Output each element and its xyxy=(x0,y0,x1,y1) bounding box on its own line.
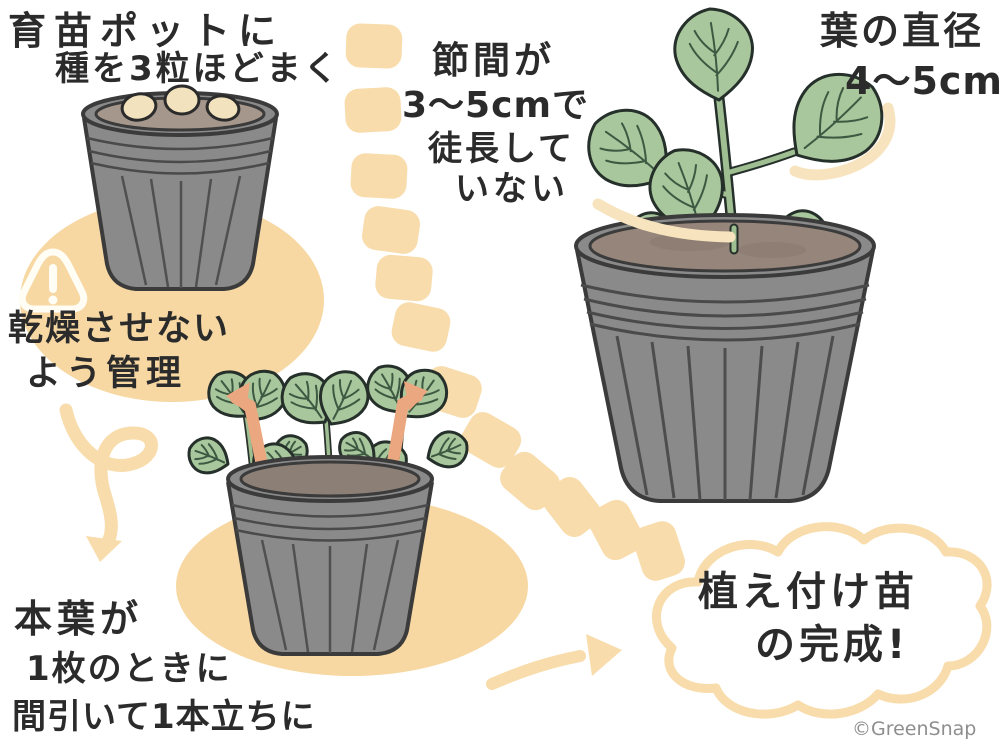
internode-note-line1: 節間が xyxy=(432,39,555,82)
internode-note-line4: いない xyxy=(455,169,569,209)
completion-label-line1: 植え付け苗 xyxy=(698,569,918,615)
internode-note-line2: 3〜5cmで xyxy=(402,85,589,126)
seed-pot xyxy=(81,84,279,291)
completion-cloud xyxy=(652,522,992,719)
dry-note-line2: よう管理 xyxy=(26,354,187,394)
thinning-label-line3: 間引いて1本立ちに xyxy=(12,697,316,737)
next-step-arrow-icon xyxy=(486,634,622,690)
sow-label-line2: 種を3粒ほどまく xyxy=(55,49,341,89)
copyright-credit: ©GreenSnap xyxy=(852,718,977,740)
thinning-label-line1: 本葉が xyxy=(14,597,144,641)
internode-note-line3: 徒長して xyxy=(428,129,575,169)
curl-arrow-icon xyxy=(59,403,158,562)
annotation-underline-lines xyxy=(592,102,896,243)
thinning-label-line2: 1枚のときに xyxy=(26,649,232,689)
leaf-diameter-note-line1: 葉の直径 xyxy=(820,9,985,53)
leaf-diameter-note-line2: 4〜5cm xyxy=(845,59,1000,103)
dry-note-line1: 乾燥させない xyxy=(8,309,231,349)
sow-label-line1: 育苗ポットに xyxy=(8,9,285,53)
warning-triangle-icon xyxy=(18,248,88,313)
seeds xyxy=(120,84,241,122)
seedling-pot xyxy=(182,356,474,656)
completion-label-line2: の完成! xyxy=(755,622,910,668)
seedling-pot-soil xyxy=(239,460,421,498)
